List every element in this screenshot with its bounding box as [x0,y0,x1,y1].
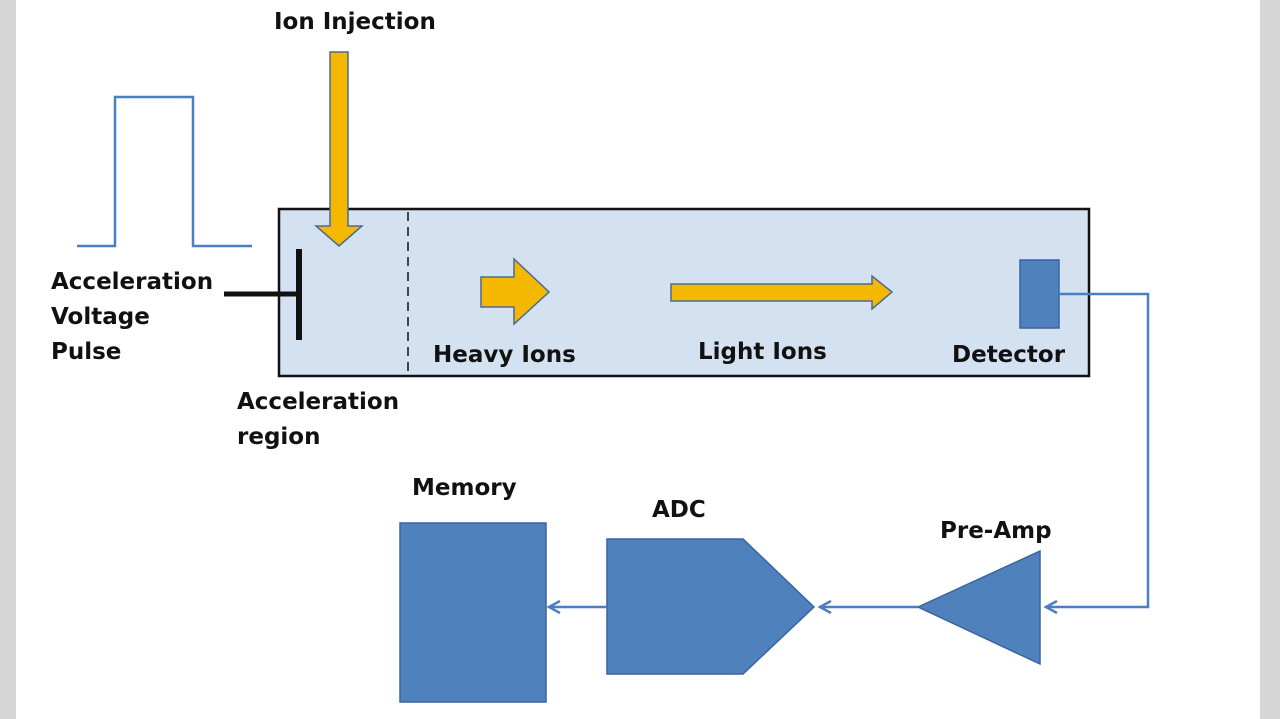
detector-label: Detector [952,342,1066,368]
detector-block [1019,259,1060,329]
accel-voltage-label-line2: Voltage [51,304,150,330]
ion-injection-arrow [313,51,365,247]
pre-amp-label: Pre-Amp [940,518,1052,544]
memory-label: Memory [412,475,517,501]
accel-region-label-line1: Acceleration [237,389,399,415]
adc-label: ADC [652,497,706,523]
accel-region-label-line2: region [237,424,320,450]
heavy-ions-label: Heavy Ions [433,342,576,368]
adc-block [606,538,816,675]
light-ions-arrow [670,274,894,311]
accel-voltage-label-line3: Pulse [51,339,121,365]
pre-amp-triangle [916,549,1041,666]
heavy-ions-arrow [480,257,551,326]
voltage-pulse-waveform [77,95,252,248]
accel-voltage-label-line1: Acceleration [51,269,213,295]
light-ions-label: Light Ions [698,339,827,365]
memory-block [399,522,547,703]
detector-to-preamp-wire [1046,292,1150,607]
ion-injection-label: Ion Injection [274,9,436,35]
